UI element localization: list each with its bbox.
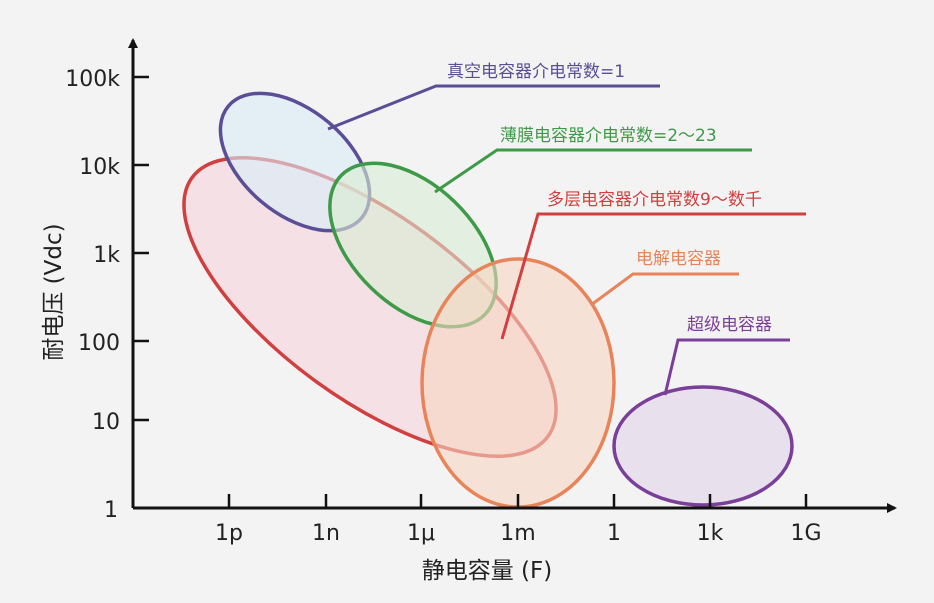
- film-label: 薄膜电容器介电常数=2～23: [500, 126, 717, 146]
- x-tick-label: 1μ: [407, 521, 435, 546]
- multilayer-leader: [500, 212, 806, 340]
- x-tick-label: 1k: [697, 521, 724, 546]
- film-leader: [434, 148, 752, 194]
- vacuum-label: 真空电容器介电常数=1: [447, 62, 625, 82]
- vacuum-leader: [327, 84, 660, 131]
- axes: [128, 38, 897, 513]
- x-tick-label: 1p: [215, 521, 243, 546]
- x-ticks: [227, 494, 808, 508]
- electrolytic-region: [420, 257, 616, 509]
- supercap-leader: [663, 338, 790, 396]
- x-tick-label: 1G: [790, 521, 821, 546]
- y-tick-labels: 1 10 100 1k 10k 100k: [65, 67, 120, 523]
- supercap-label: 超级电容器: [687, 315, 772, 335]
- y-tick-label: 100: [78, 331, 120, 356]
- x-axis-title: 静电容量 (F): [422, 558, 553, 584]
- x-tick-labels: 1p 1n 1μ 1m 1 1k 1G: [215, 521, 822, 546]
- x-tick-label: 1: [607, 521, 621, 546]
- x-tick-label: 1m: [500, 521, 535, 546]
- leader-lines: [327, 84, 806, 396]
- y-tick-label: 100k: [65, 67, 120, 92]
- y-tick-label: 1: [104, 498, 118, 523]
- x-tick-label: 1n: [312, 521, 340, 546]
- multilayer-label: 多层电容器介电常数9～数千: [547, 190, 762, 210]
- electrolytic-label: 电解电容器: [636, 249, 721, 269]
- supercap-region: [612, 385, 794, 507]
- y-axis-title: 耐电压 (Vdc): [41, 223, 67, 360]
- region-labels: 真空电容器介电常数=1 薄膜电容器介电常数=2～23 多层电容器介电常数9～数千…: [447, 62, 772, 335]
- y-ticks: [133, 75, 149, 422]
- y-tick-label: 1k: [93, 243, 120, 268]
- electrolytic-leader: [590, 272, 739, 307]
- y-tick-label: 10k: [79, 155, 120, 180]
- y-tick-label: 10: [92, 410, 120, 435]
